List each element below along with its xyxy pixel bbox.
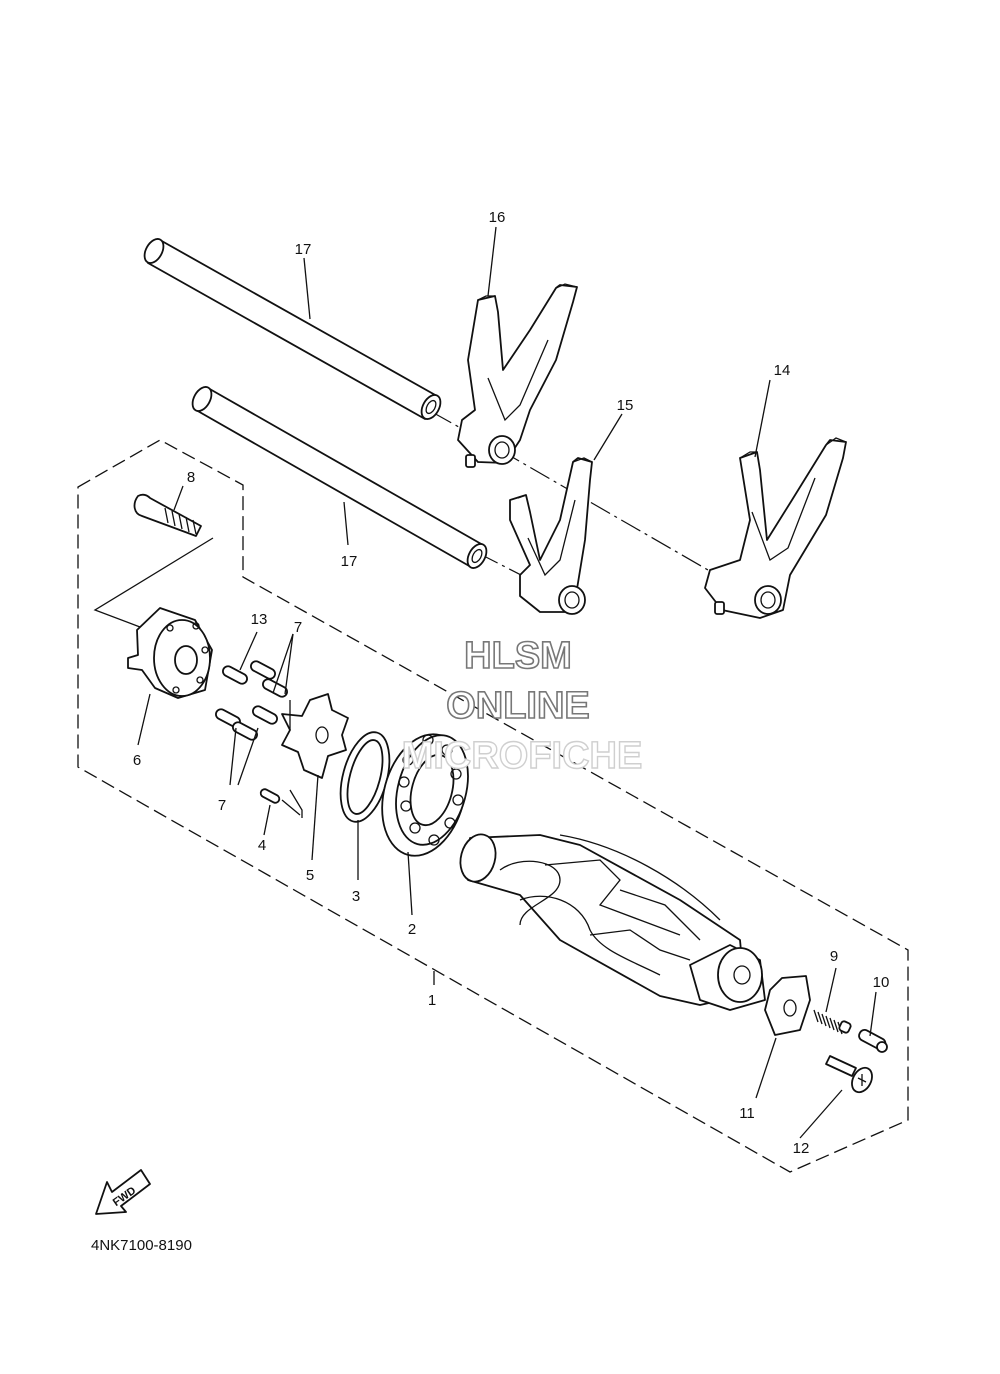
callout-4: 4 bbox=[258, 837, 266, 854]
segment-6 bbox=[127, 607, 213, 699]
plate-11 bbox=[764, 975, 811, 1036]
callout-13: 13 bbox=[251, 611, 268, 628]
watermark-line2: ONLINE bbox=[446, 685, 590, 727]
shift-fork-15 bbox=[509, 457, 593, 615]
callout-17-upper: 17 bbox=[295, 241, 312, 258]
circlip-3 bbox=[339, 731, 391, 823]
pin-10 bbox=[858, 1028, 888, 1053]
leader-lines bbox=[137, 226, 877, 1139]
callout-7-upper: 7 bbox=[294, 619, 302, 636]
shift-drum-1 bbox=[459, 833, 766, 1011]
callout-numbers: 1 2 3 4 5 6 7 7 8 9 10 11 12 13 14 15 16… bbox=[133, 209, 890, 1157]
shift-fork-shaft-lower bbox=[191, 386, 488, 569]
callout-5: 5 bbox=[306, 867, 314, 884]
screw-8 bbox=[133, 493, 202, 537]
callout-14: 14 bbox=[774, 362, 791, 379]
watermark-line1: HLSM bbox=[464, 635, 572, 677]
callout-6: 6 bbox=[133, 752, 141, 769]
shift-fork-16 bbox=[457, 283, 578, 468]
assembly-boundary bbox=[77, 439, 909, 1173]
callout-9: 9 bbox=[830, 948, 838, 965]
shift-fork-shaft-upper bbox=[143, 238, 442, 420]
watermark-line3: MICROFICHE bbox=[402, 735, 643, 777]
callout-8: 8 bbox=[187, 469, 195, 486]
callout-11: 11 bbox=[739, 1105, 755, 1122]
callout-15: 15 bbox=[617, 397, 634, 414]
shift-fork-14 bbox=[704, 437, 847, 619]
callout-10: 10 bbox=[873, 974, 890, 991]
callout-2: 2 bbox=[408, 921, 416, 938]
bearing-2 bbox=[381, 733, 469, 857]
drawing-code: 4NK7100-8190 bbox=[91, 1237, 192, 1254]
spring-9 bbox=[813, 1009, 852, 1035]
callout-17-lower: 17 bbox=[341, 553, 358, 570]
callout-3: 3 bbox=[352, 888, 360, 905]
callout-16: 16 bbox=[489, 209, 506, 226]
dowel-pins bbox=[215, 660, 288, 804]
fwd-arrow-icon: FWD bbox=[95, 1169, 151, 1215]
shift-cam-segment-5 bbox=[281, 693, 349, 779]
callout-1: 1 bbox=[428, 992, 436, 1009]
screw-12 bbox=[825, 1055, 873, 1094]
callout-7-lower: 7 bbox=[218, 797, 226, 814]
callout-12: 12 bbox=[793, 1140, 810, 1157]
watermark: HLSM ONLINE MICROFICHE bbox=[401, 634, 643, 778]
